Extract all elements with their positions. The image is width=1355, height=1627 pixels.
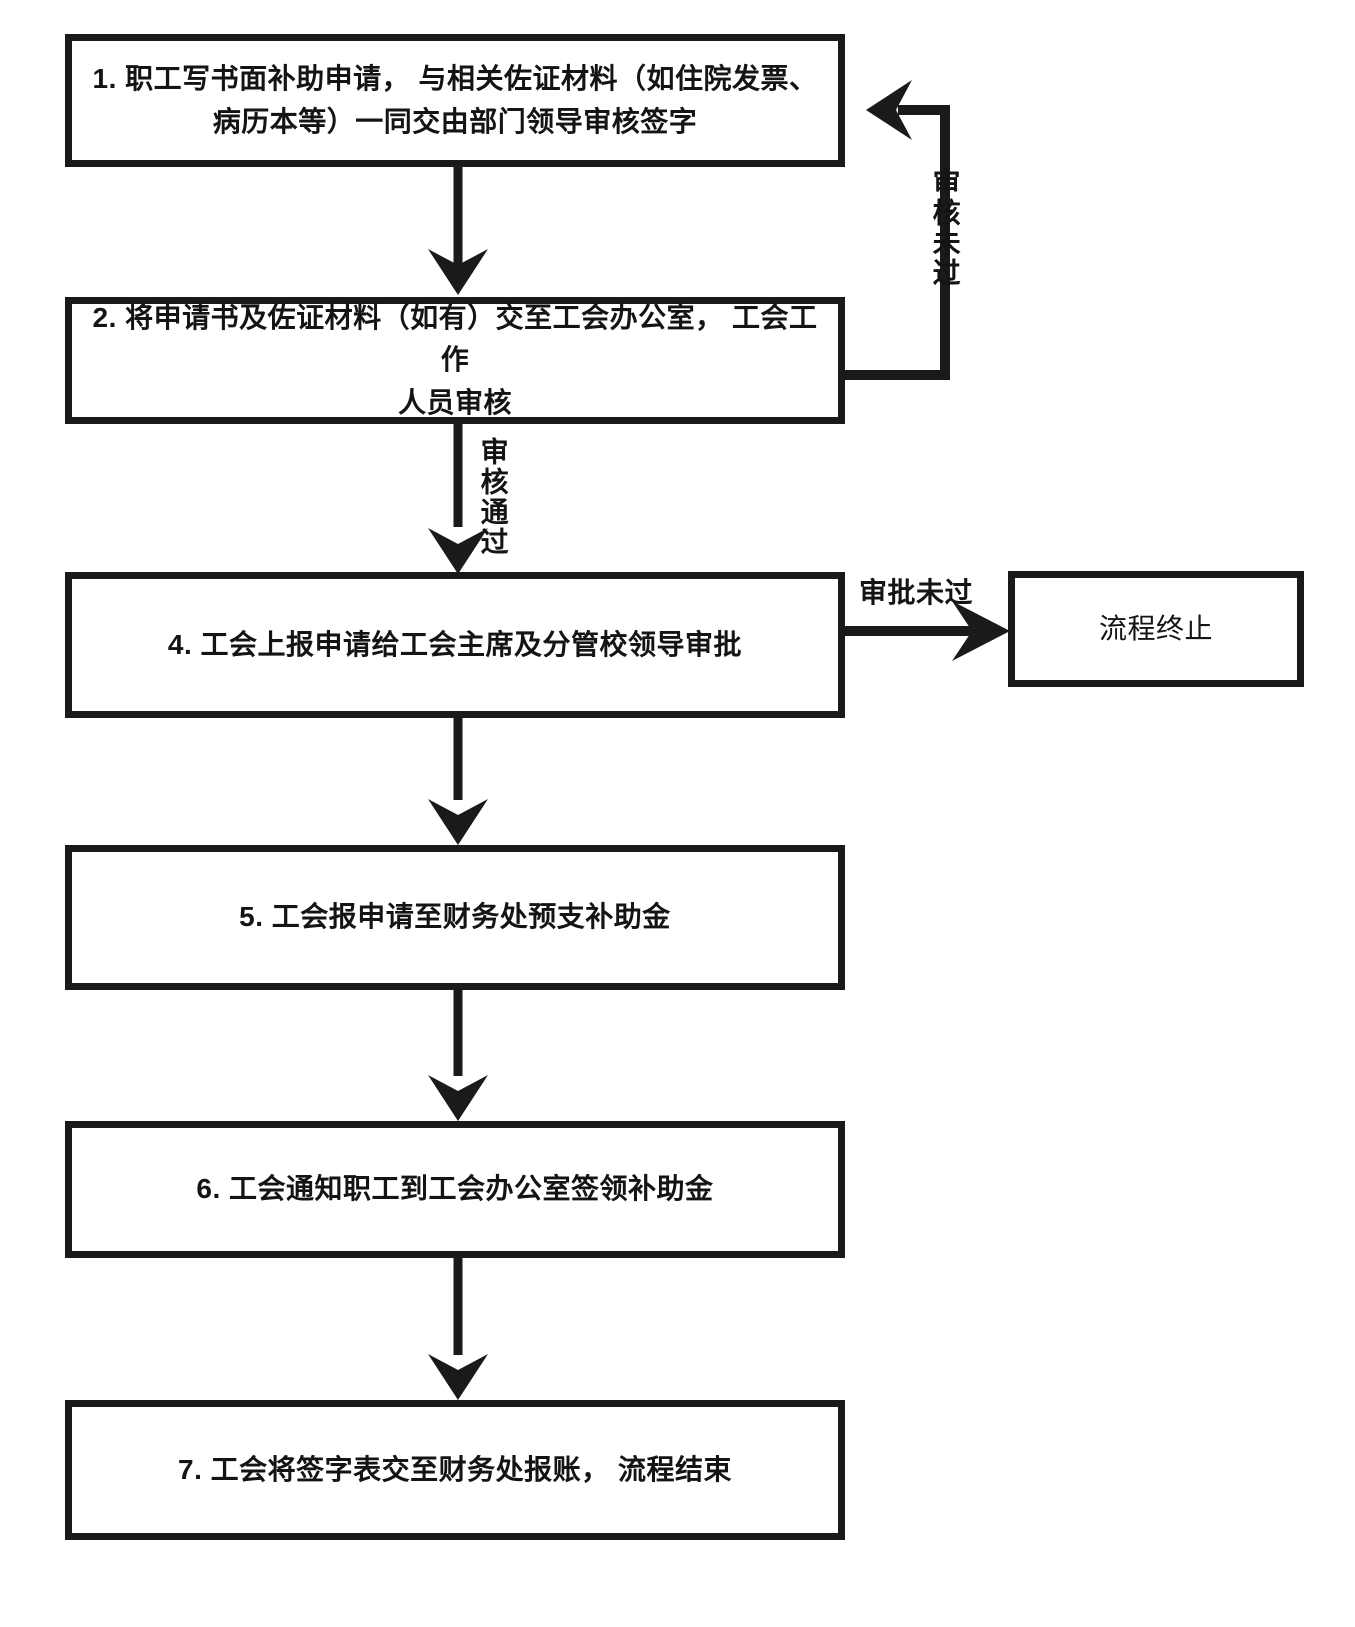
- arrow-node4-to-terminate: [845, 601, 1010, 661]
- terminal-node-label: 流程终止: [1098, 612, 1213, 644]
- edge-label-approval-rejected: 审批未过: [859, 577, 974, 608]
- process-node-5[interactable]: 5. 工会报申请至财务处预支补助金: [65, 845, 845, 990]
- edge-label-review-rejected: 审核未过: [929, 168, 961, 288]
- process-node-6[interactable]: 6. 工会通知职工到工会办公室签领补助金: [65, 1121, 845, 1258]
- process-node-5-label: 5. 工会报申请至财务处预支补助金: [239, 901, 671, 933]
- arrow-node5-to-node6: [428, 990, 488, 1121]
- process-node-6-label: 6. 工会通知职工到工会办公室签领补助金: [196, 1173, 714, 1205]
- arrow-node6-to-node7: [428, 1258, 488, 1400]
- arrow-node4-to-node5: [428, 718, 488, 845]
- process-node-2[interactable]: 2. 将申请书及佐证材料（如有）交至工会办公室， 工会工作 人员审核: [65, 297, 845, 424]
- terminal-node-process-terminated[interactable]: 流程终止: [1008, 571, 1304, 687]
- process-node-1-label: 1. 职工写书面补助申请， 与相关佐证材料（如住院发票、 病历本等）一同交由部门…: [92, 62, 818, 137]
- process-node-4-label: 4. 工会上报申请给工会主席及分管校领导审批: [167, 628, 743, 660]
- process-node-7-label: 7. 工会将签字表交至财务处报账， 流程结束: [178, 1453, 732, 1485]
- process-node-4[interactable]: 4. 工会上报申请给工会主席及分管校领导审批: [65, 572, 845, 718]
- arrow-node1-to-node2: [428, 167, 488, 295]
- process-node-7[interactable]: 7. 工会将签字表交至财务处报账， 流程结束: [65, 1400, 845, 1540]
- edge-label-review-passed: 审核通过: [477, 437, 509, 557]
- process-node-1[interactable]: 1. 职工写书面补助申请， 与相关佐证材料（如住院发票、 病历本等）一同交由部门…: [65, 34, 845, 167]
- process-node-2-label: 2. 将申请书及佐证材料（如有）交至工会办公室， 工会工作 人员审核: [92, 301, 818, 418]
